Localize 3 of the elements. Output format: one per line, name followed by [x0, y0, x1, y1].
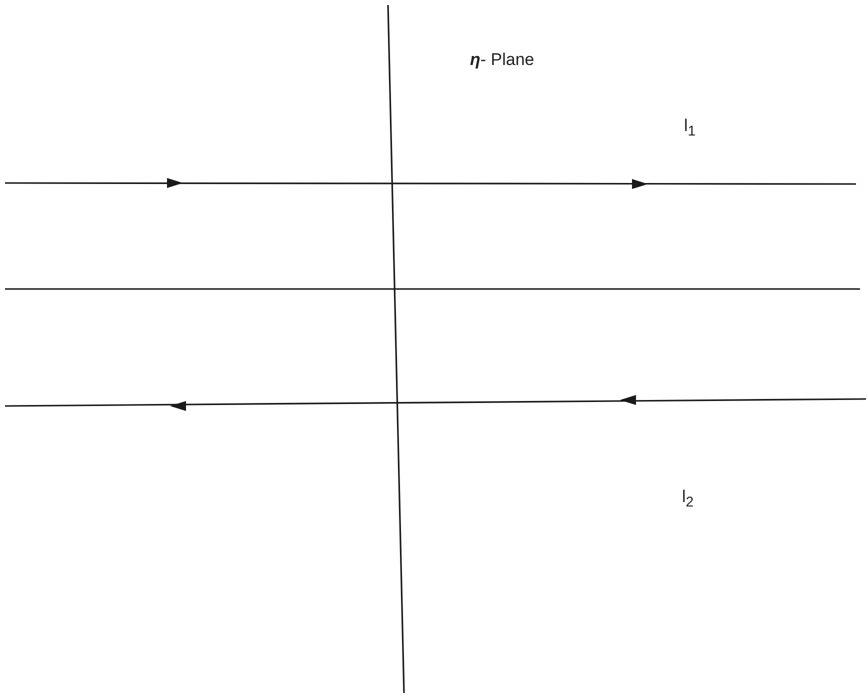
plane-label: η- Plane	[470, 50, 534, 70]
contour-label: l$_{1}$	[684, 116, 696, 140]
contour-label: l$_{2}$	[682, 487, 694, 510]
